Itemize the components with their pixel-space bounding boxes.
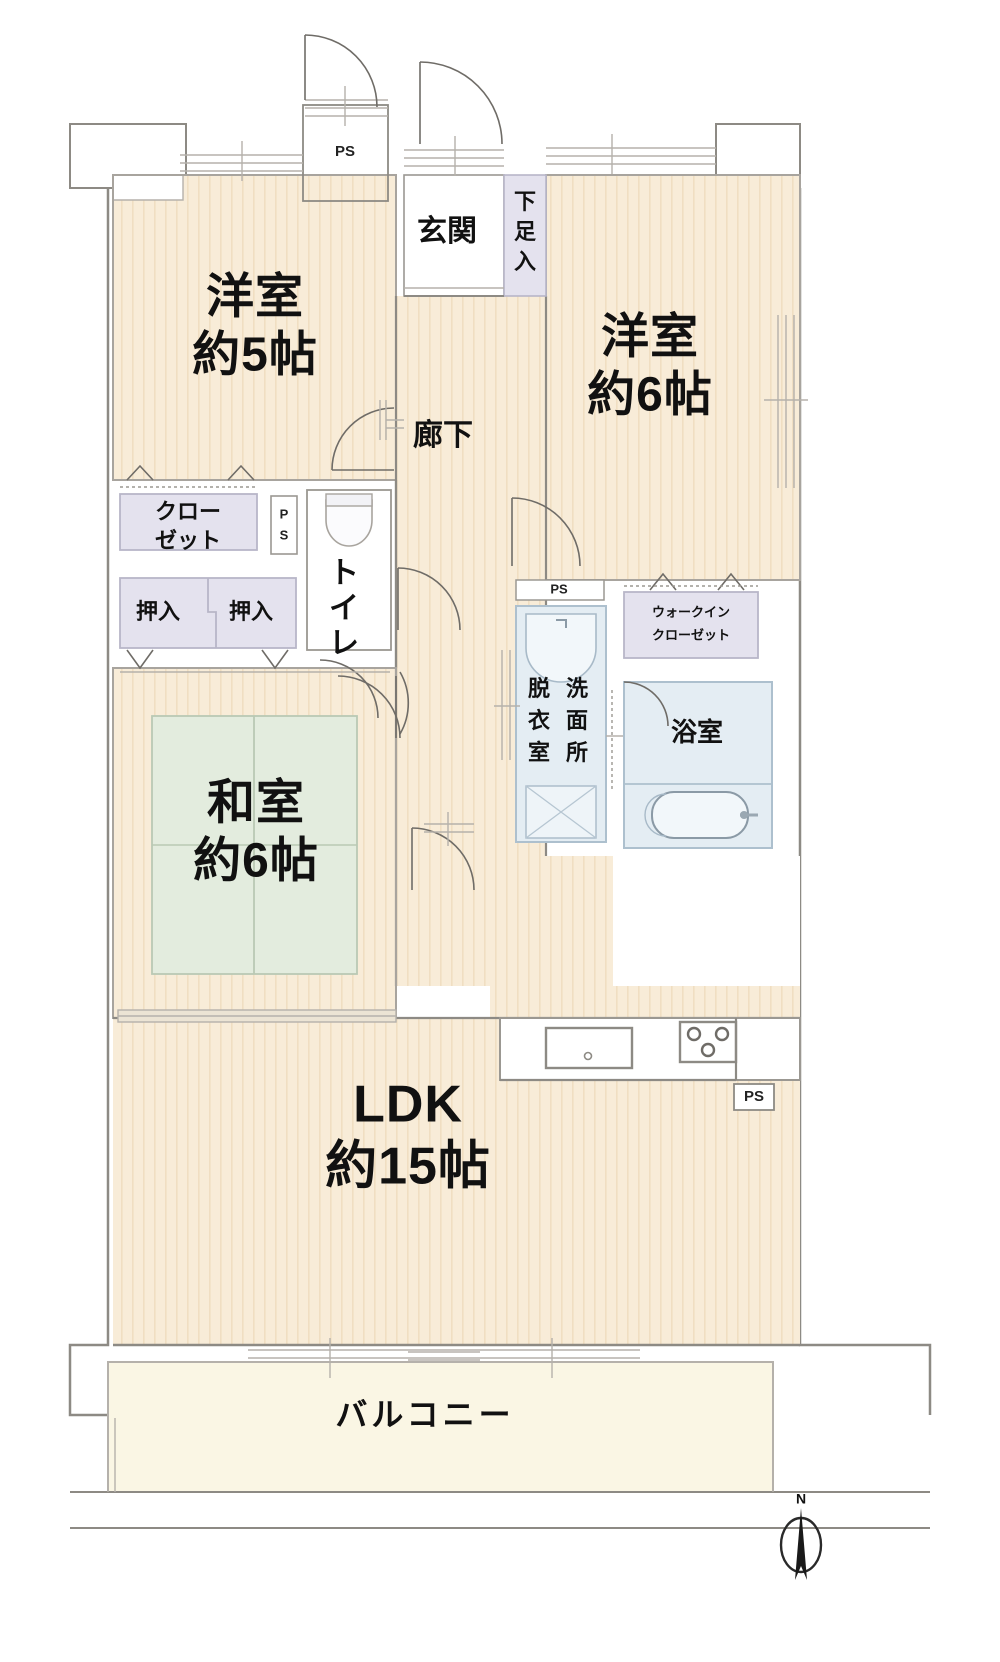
label-balcony: バルコニー (335, 1396, 514, 1432)
compass-north: N (779, 1491, 823, 1580)
toilet-room (306, 489, 461, 719)
label-oshiire-left: 押入 (136, 599, 180, 624)
label-toilet: ト イ レ (329, 557, 359, 660)
senmen-char-1: 洗 (566, 676, 588, 701)
label-wic-line1: ウォークイン (652, 604, 730, 619)
toilet-char-2: イ (329, 592, 359, 625)
room-label-washitsu-area: 約6帖 (193, 835, 319, 888)
hallway-doors (331, 400, 581, 891)
walk-in-closet (623, 572, 759, 659)
room-label-ldk-area: 約15帖 (325, 1138, 491, 1196)
kitchen (499, 1017, 801, 1082)
ps-closet-s: S (280, 527, 289, 542)
washbasin (525, 613, 597, 683)
label-yokushitsu: 浴室 (671, 717, 723, 747)
ps-box-closet (270, 495, 298, 555)
ps-box-wash (515, 579, 605, 601)
closet-clothes (119, 493, 258, 551)
ps-label-closet: P S (280, 506, 289, 542)
toilet-char-1: ト (329, 557, 359, 590)
room-label-youshitsu5-area: 約5帖 (192, 329, 318, 382)
ps-label-wash: PS (550, 581, 568, 596)
datsui-char-3: 室 (528, 740, 550, 765)
genkan-step (404, 287, 504, 297)
right-window (764, 315, 808, 488)
getabako-char-1: 下 (514, 189, 536, 214)
label-wic-line2: クローゼット (652, 627, 730, 642)
datsui-char-2: 衣 (528, 708, 550, 733)
toilet-bowl (325, 499, 373, 547)
washitsu-door (337, 671, 410, 739)
label-senmenjo: 洗 面 所 (566, 676, 588, 765)
bathtub (651, 791, 749, 839)
balcony-sliding-doors (248, 1338, 640, 1378)
label-closet-line2: ゼット (155, 528, 221, 553)
room-label-ldk-name: LDK (353, 1076, 463, 1134)
room-label-washitsu-name: 和室 (207, 777, 305, 830)
entrance-door (404, 61, 504, 176)
label-getabako: 下 足 入 (514, 189, 536, 274)
label-genkan: 玄関 (417, 214, 477, 248)
floor-genkan (403, 174, 505, 297)
label-oshiire-right: 押入 (229, 599, 273, 624)
getabako-shoe-cabinet (503, 174, 547, 297)
top-windows (180, 134, 716, 181)
getabako-char-3: 入 (514, 249, 536, 274)
kitchen-sink (544, 1026, 634, 1070)
bathroom (623, 681, 773, 849)
senmen-char-3: 所 (566, 740, 588, 765)
room-label-youshitsu6-name: 洋室 (601, 311, 699, 364)
washroom (494, 579, 630, 843)
label-rouka: 廊下 (413, 418, 473, 452)
closet-block (119, 464, 298, 670)
room-label-youshitsu5-name: 洋室 (206, 271, 304, 324)
ps-closet-p: P (280, 506, 289, 521)
ps-box-ldk (733, 1083, 775, 1111)
tatami-lines (117, 671, 397, 1023)
compass-letter: N (796, 1491, 806, 1507)
datsui-char-1: 脱 (528, 676, 550, 701)
room-label-youshitsu6-area: 約6帖 (587, 369, 713, 422)
ps-shaft-top (302, 34, 389, 202)
ps-label-top: PS (335, 143, 355, 160)
floor-youshitsu6 (546, 175, 800, 580)
getabako-char-2: 足 (514, 219, 536, 244)
label-closet-line1: クロー (155, 499, 221, 524)
ps-label-ldk: PS (744, 1088, 764, 1105)
floor-youshitsu5 (113, 175, 396, 480)
toilet-char-3: レ (329, 627, 359, 660)
label-datsuishitsu: 脱 衣 室 (528, 676, 550, 765)
senmen-char-2: 面 (566, 708, 588, 733)
